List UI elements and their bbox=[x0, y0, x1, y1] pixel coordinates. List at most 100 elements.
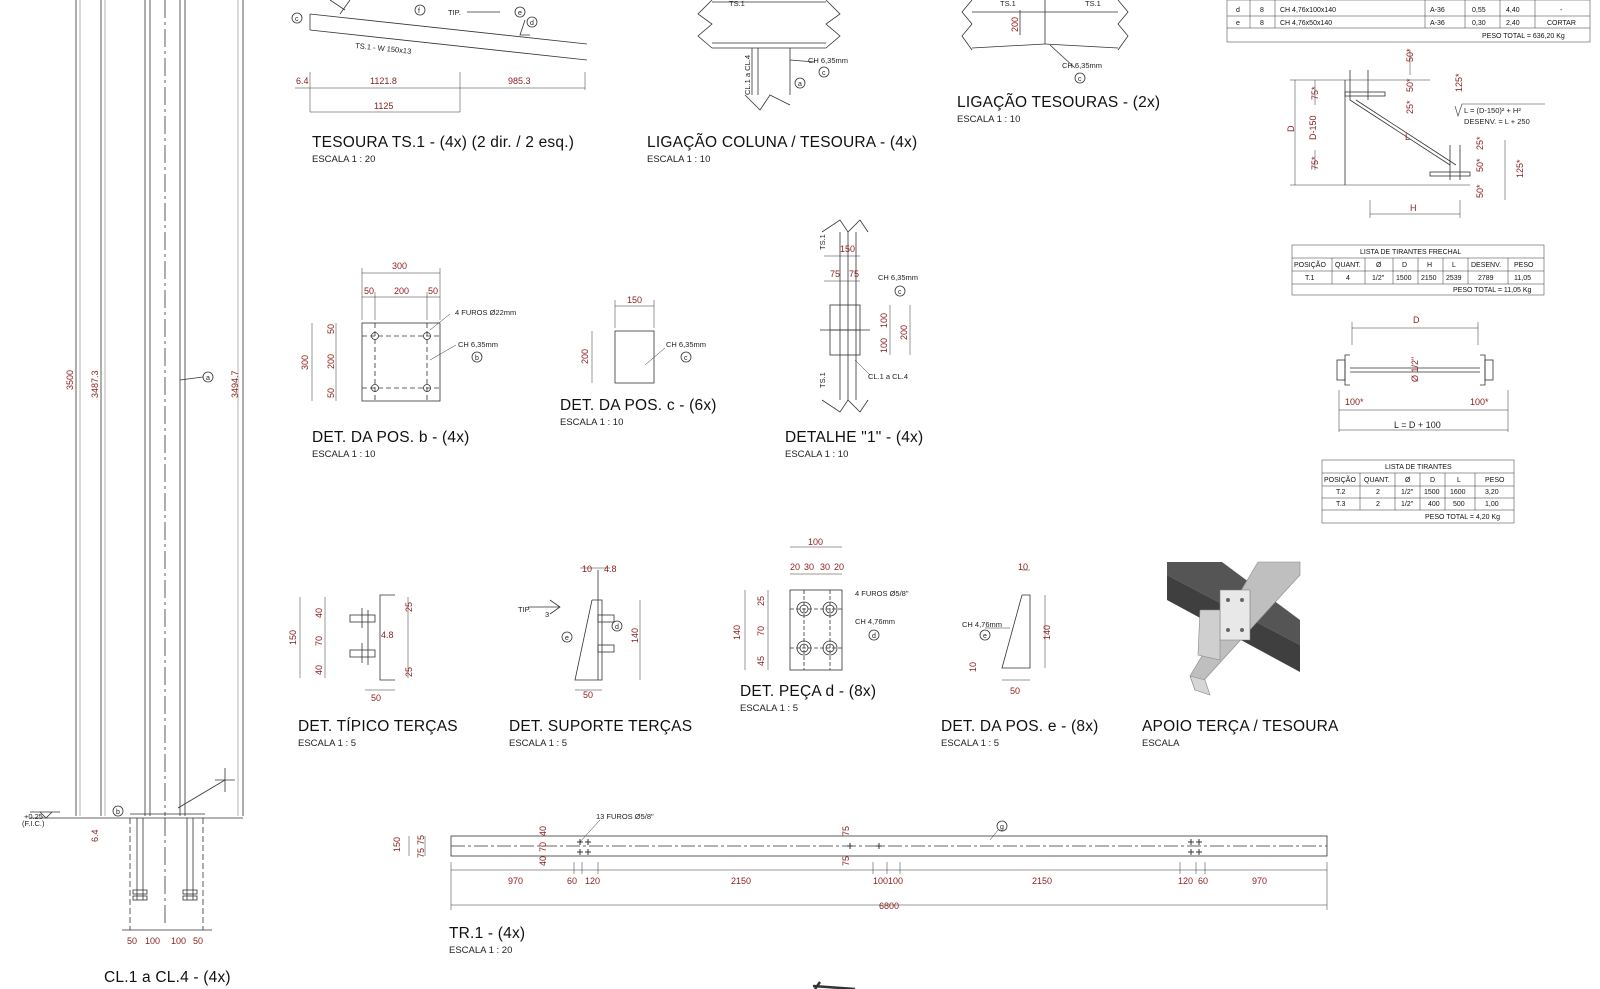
scale-tesoura-ts1: ESCALA 1 : 20 bbox=[312, 154, 376, 165]
svg-text:L: L bbox=[1452, 262, 1456, 269]
det1-dim-200: 200 bbox=[899, 325, 909, 340]
peca-d-dim-70: 70 bbox=[756, 626, 766, 636]
peca-d-dim-100: 100 bbox=[808, 537, 823, 547]
tipico-dim-4-8: 4.8 bbox=[381, 630, 394, 640]
frechal-d-label: D bbox=[1286, 125, 1296, 132]
typical-purlin-drawing bbox=[299, 594, 409, 691]
ch476-label-d: CH 4,76mm bbox=[855, 617, 895, 626]
ch635-label-c: CH 6,35mm bbox=[666, 340, 706, 349]
title-tr1: TR.1 - (4x) bbox=[449, 925, 526, 942]
svg-text:3,20: 3,20 bbox=[1485, 489, 1499, 496]
plate-b-drawing bbox=[311, 268, 483, 402]
tr1-dim-100a: 100 bbox=[873, 876, 888, 886]
column-truss-connection-drawing bbox=[697, 0, 841, 111]
svg-text:2150: 2150 bbox=[1421, 275, 1437, 282]
purlin-support-3d-illustration bbox=[1167, 561, 1301, 696]
parts-table-grid bbox=[1226, 0, 1591, 43]
partial-arrow bbox=[812, 981, 856, 989]
svg-text:T.3: T.3 bbox=[1336, 501, 1345, 508]
callout-d: d bbox=[530, 20, 534, 27]
tr1-dim-2150a: 2150 bbox=[731, 876, 751, 886]
pos-e-dim-50: 50 bbox=[1010, 686, 1020, 696]
tipico-dim-50: 50 bbox=[371, 693, 381, 703]
furos22-label: 4 FUROS Ø22mm bbox=[455, 308, 516, 317]
svg-text:2,40: 2,40 bbox=[1506, 20, 1520, 27]
tr1-dim-40a: 40 bbox=[538, 826, 548, 836]
title-det-pos-b: DET. DA POS. b - (4x) bbox=[312, 429, 470, 446]
svg-text:8: 8 bbox=[1260, 20, 1264, 27]
col-base-dim-4: 50 bbox=[193, 936, 203, 946]
tr1-dim-40b: 40 bbox=[538, 856, 548, 866]
scale-detalhe-1: ESCALA 1 : 10 bbox=[785, 449, 849, 460]
truss-ts1-drawing bbox=[291, 0, 588, 113]
title-apoio: APOIO TERÇA / TESOURA bbox=[1142, 718, 1339, 735]
callout-c-3: c bbox=[1078, 76, 1082, 83]
det1-dim-75b: 75 bbox=[849, 269, 859, 279]
svg-text:-: - bbox=[1560, 7, 1563, 14]
title-det-peca-d: DET. PEÇA d - (8x) bbox=[740, 683, 877, 700]
frechal-dim-75b: 75* bbox=[1310, 156, 1320, 170]
parts-table-rows: d 8 CH 4,76x100x140 A-36 0,55 4,40 - e 8… bbox=[1236, 7, 1576, 40]
callout-b: b bbox=[116, 809, 120, 816]
rod-dim-100b: 100* bbox=[1470, 397, 1489, 407]
truss-truss-connection-drawing bbox=[961, 0, 1129, 84]
tie-rod-frechal-drawing bbox=[1290, 50, 1545, 218]
scale-tr1: ESCALA 1 : 20 bbox=[449, 945, 513, 956]
title-tesoura-ts1: TESOURA TS.1 - (4x) (2 dir. / 2 esq.) bbox=[312, 134, 575, 151]
tr1-dim-75a: 75 bbox=[416, 835, 426, 845]
tirantes-table-text: LISTA DE TIRANTES POSIÇÃO QUANT. Ø D L P… bbox=[1324, 464, 1505, 521]
svg-text:d: d bbox=[1236, 7, 1240, 14]
pos-b-dim-50c: 50 bbox=[326, 324, 336, 334]
rod-formula: L = D + 100 bbox=[1394, 420, 1441, 430]
svg-text:0,30: 0,30 bbox=[1472, 20, 1486, 27]
svg-text:8: 8 bbox=[1260, 7, 1264, 14]
svg-text:400: 400 bbox=[1428, 501, 1440, 508]
title-det-suporte: DET. SUPORTE TERÇAS bbox=[509, 718, 693, 735]
tie-tr1-drawing bbox=[408, 819, 1328, 910]
det1-ts1-top: TS.1 bbox=[818, 234, 827, 250]
ch635-label-b2: CH 6,35mm bbox=[458, 340, 498, 349]
suporte-dim-4-8: 4.8 bbox=[604, 564, 617, 574]
svg-text:CH 4,76x100x140: CH 4,76x100x140 bbox=[1280, 7, 1336, 14]
tr1-dim-970b: 970 bbox=[1252, 876, 1267, 886]
callout-b-2: b bbox=[475, 355, 479, 362]
svg-text:H: H bbox=[1427, 262, 1432, 269]
detail-1-drawing bbox=[820, 219, 911, 413]
title-ligacao-coluna: LIGAÇÃO COLUNA / TESOURA - (4x) bbox=[647, 134, 918, 151]
svg-text:QUANT.: QUANT. bbox=[1364, 477, 1390, 484]
col-base-dim-2: 100 bbox=[145, 936, 160, 946]
svg-text:1500: 1500 bbox=[1396, 275, 1412, 282]
title-cl1: CL.1 a CL.4 - (4x) bbox=[104, 969, 231, 986]
svg-text:4,40: 4,40 bbox=[1506, 7, 1520, 14]
callout-a-2: a bbox=[206, 375, 210, 382]
svg-text:e: e bbox=[1236, 20, 1240, 27]
tr1-dim-75d: 75 bbox=[841, 856, 851, 866]
peca-d-dim-30b: 30 bbox=[820, 562, 830, 572]
svg-text:PESO TOTAL = 636,20 Kg: PESO TOTAL = 636,20 Kg bbox=[1482, 33, 1565, 40]
frechal-dim-25a: 25* bbox=[1405, 100, 1415, 114]
cl14-label-a: CL.1 a CL.4 bbox=[743, 55, 752, 95]
title-det-pos-c: DET. DA POS. c - (6x) bbox=[560, 397, 717, 414]
tipico-dim-25b: 25 bbox=[404, 667, 414, 677]
tr1-dim-75b: 75 bbox=[416, 848, 426, 858]
tirantes-table-grid bbox=[1321, 459, 1515, 524]
ts1-dim-1: 6.4 bbox=[296, 76, 309, 86]
svg-text:POSIÇÃO: POSIÇÃO bbox=[1324, 475, 1356, 484]
scale-det-pos-c: ESCALA 1 : 10 bbox=[560, 417, 624, 428]
ts1-label-a: TS.1 bbox=[729, 0, 745, 8]
callout-e-2: e bbox=[565, 635, 569, 642]
tr1-dim-60a: 60 bbox=[567, 876, 577, 886]
ts1-dim-2: 1121.8 bbox=[370, 76, 397, 86]
tipico-dim-40b: 40 bbox=[314, 665, 324, 675]
scale-det-peca-d: ESCALA 1 : 5 bbox=[740, 703, 799, 714]
svg-text:11,05: 11,05 bbox=[1514, 275, 1531, 282]
svg-text:Ø: Ø bbox=[1376, 262, 1382, 269]
scale-det-pos-b: ESCALA 1 : 10 bbox=[312, 449, 376, 460]
tr1-dim-70: 70 bbox=[538, 842, 548, 852]
tr1-dim-100b: 100 bbox=[888, 876, 903, 886]
svg-text:CORTAR: CORTAR bbox=[1547, 20, 1576, 27]
title-det-tipico: DET. TÍPICO TERÇAS bbox=[298, 718, 458, 735]
frechal-dim-125b: 125* bbox=[1515, 159, 1525, 178]
svg-text:2789: 2789 bbox=[1478, 275, 1494, 282]
